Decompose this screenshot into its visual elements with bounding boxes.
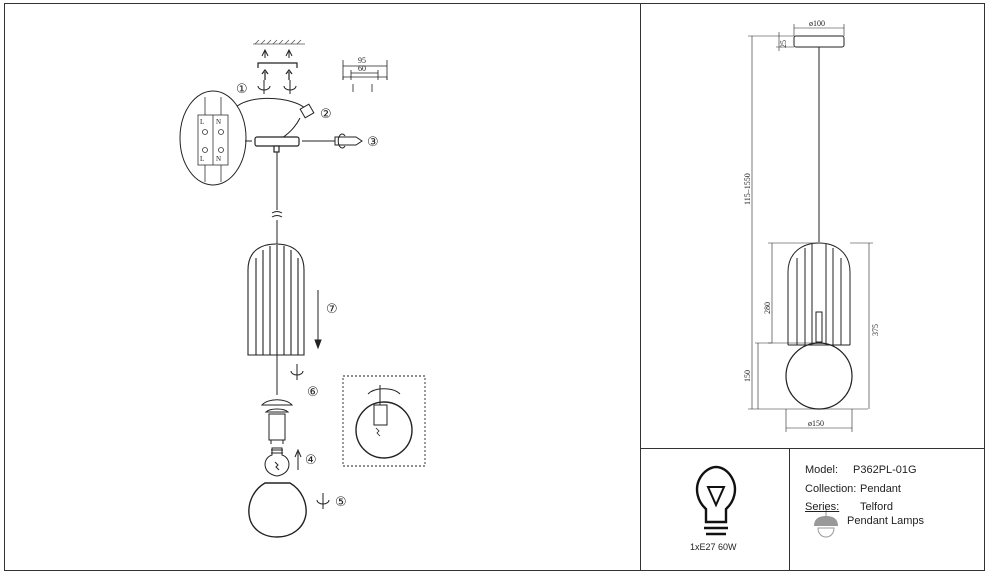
drawing-sheet	[4, 3, 985, 571]
dim-total-height: 375	[871, 324, 880, 336]
ceiling-hatch	[253, 39, 305, 45]
bracket-dimension-drawing	[342, 60, 388, 92]
pendant-lamp-icon	[814, 508, 838, 538]
info-divider	[789, 448, 790, 571]
glass-globe	[248, 482, 307, 538]
bulb-drawing	[264, 447, 290, 477]
dim-globe-diameter: ø150	[808, 419, 824, 428]
dim-globe-height: 150	[743, 370, 752, 382]
lightbulb-icon	[695, 465, 737, 536]
terminal-n-top: N	[216, 118, 221, 126]
lamp-type: Pendant Lamps	[847, 515, 925, 527]
dim-cage-height: 280	[763, 302, 772, 314]
model-value: P362PL-01G	[853, 464, 917, 476]
terminal-l-top: L	[200, 118, 204, 126]
main-divider	[640, 3, 641, 571]
step-1-marker: ①	[236, 82, 248, 97]
series-value: Telford	[860, 501, 894, 513]
dim-canopy-height: 25	[779, 40, 788, 48]
bracket-dim-60: 60	[358, 64, 366, 73]
assembly-detail-inset	[342, 375, 426, 467]
suspension-cable	[271, 152, 283, 245]
collection-value: Pendant	[860, 483, 901, 495]
canopy	[254, 136, 300, 153]
step-6-marker: ⑥	[307, 385, 319, 400]
collection-label: Collection:	[805, 483, 857, 495]
series-label: Series:	[805, 501, 840, 513]
dim-canopy-diameter: ø100	[809, 19, 825, 28]
step-2-marker: ②	[320, 107, 332, 122]
step-5-marker: ⑤	[335, 495, 347, 510]
cage-shade	[247, 243, 305, 356]
screwdriver	[302, 133, 363, 149]
dimension-drawing	[748, 24, 873, 432]
dim-cable-length: 115–1550	[743, 173, 752, 205]
spec-divider	[640, 448, 985, 449]
terminal-l-bottom: L	[200, 155, 204, 163]
ceiling-screws	[261, 48, 293, 58]
bulb-spec: 1xE27 60W	[690, 542, 737, 552]
step-4-marker: ④	[305, 453, 317, 468]
socket-assembly	[260, 355, 294, 444]
terminal-block	[197, 97, 229, 182]
model-label: Model:	[805, 464, 839, 476]
bracket-dim-95: 95	[358, 56, 366, 65]
terminal-n-bottom: N	[216, 155, 221, 163]
step-3-marker: ③	[367, 135, 379, 150]
step-7-marker: ⑦	[326, 302, 338, 317]
mounting-bracket	[257, 62, 298, 80]
